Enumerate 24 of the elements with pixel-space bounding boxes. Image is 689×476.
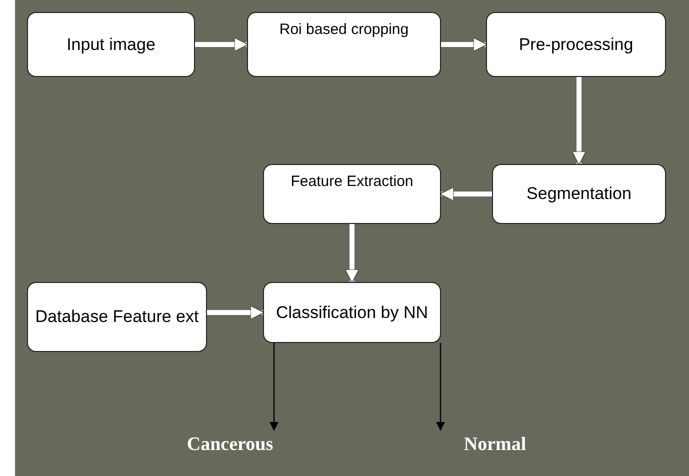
outcome-label: Normal (440, 430, 550, 460)
box-label: Database Feature ext (35, 307, 199, 327)
arrow (571, 77, 587, 166)
box-label: Pre-processing (518, 34, 634, 54)
box-label: Input image (66, 34, 156, 54)
outcome-label: Cancerous (175, 430, 285, 460)
arrow (270, 343, 278, 431)
arrow (439, 186, 492, 202)
box-label: Roi based cropping (279, 21, 409, 38)
process-box (492, 164, 666, 224)
arrow (441, 36, 488, 52)
arrow (195, 36, 249, 52)
box-label: Feature Extraction (290, 173, 414, 190)
process-box (263, 164, 441, 224)
process-box (486, 12, 666, 77)
arrow (344, 224, 360, 284)
box-label: Classification by NN (276, 302, 428, 322)
box-label: Segmentation (526, 184, 632, 204)
process-box (27, 282, 207, 352)
process-box (27, 12, 195, 77)
process-box (247, 12, 441, 77)
arrow (207, 304, 265, 320)
process-box (263, 282, 441, 343)
arrow (436, 343, 445, 431)
